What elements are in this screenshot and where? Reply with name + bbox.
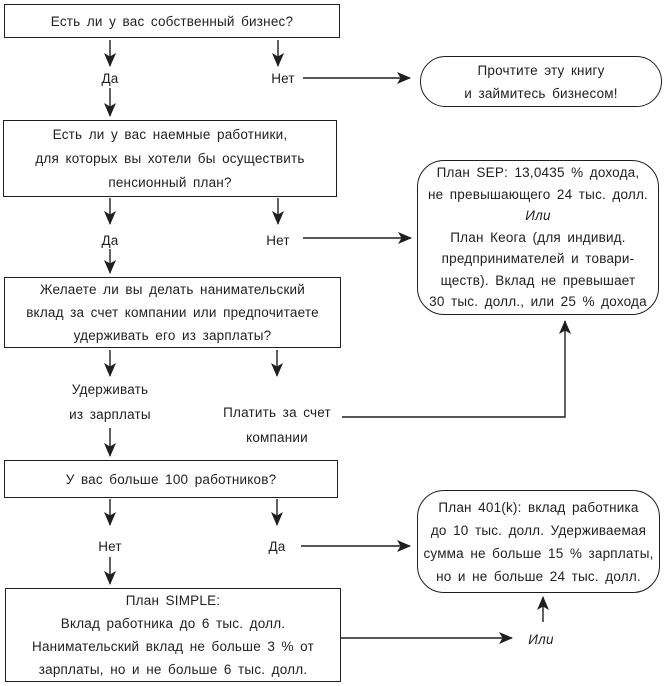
question-own-business: Есть ли у вас собственный бизнес?	[4, 4, 340, 38]
result-read-book-box: Прочтите эту книгу и займитесь бизнесом!	[420, 56, 662, 107]
label-no-2: Нет	[266, 233, 290, 248]
plan-401k-box: План 401(k): вклад работника до 10 тыс. …	[417, 490, 660, 593]
label-yes-4: Да	[268, 539, 286, 554]
arrow-pay-to-sep	[342, 320, 571, 418]
label-no-1: Нет	[271, 71, 295, 86]
question-more-than-100-workers: У вас больше 100 работников?	[4, 460, 338, 498]
label-no-4: Нет	[98, 539, 122, 554]
plan-sep-keogh-box: План SEP: 13,0435 % дохода, не превышающ…	[417, 160, 659, 315]
question-have-employees: Есть ли у вас наемные работники, для кот…	[3, 120, 337, 197]
label-yes-1: Да	[101, 71, 119, 86]
label-or-bottom: Или	[528, 632, 554, 647]
question-employer-contribution: Желаете ли вы делать нанимательский вкла…	[4, 277, 341, 348]
label-yes-2: Да	[101, 233, 119, 248]
label-pay-from-company: Платить за счет компании	[223, 405, 331, 445]
label-withhold-from-salary: Удерживать из зарплаты	[69, 382, 151, 422]
plan-simple-box: План SIMPLE: Вклад работника до 6 тыс. д…	[5, 588, 341, 682]
